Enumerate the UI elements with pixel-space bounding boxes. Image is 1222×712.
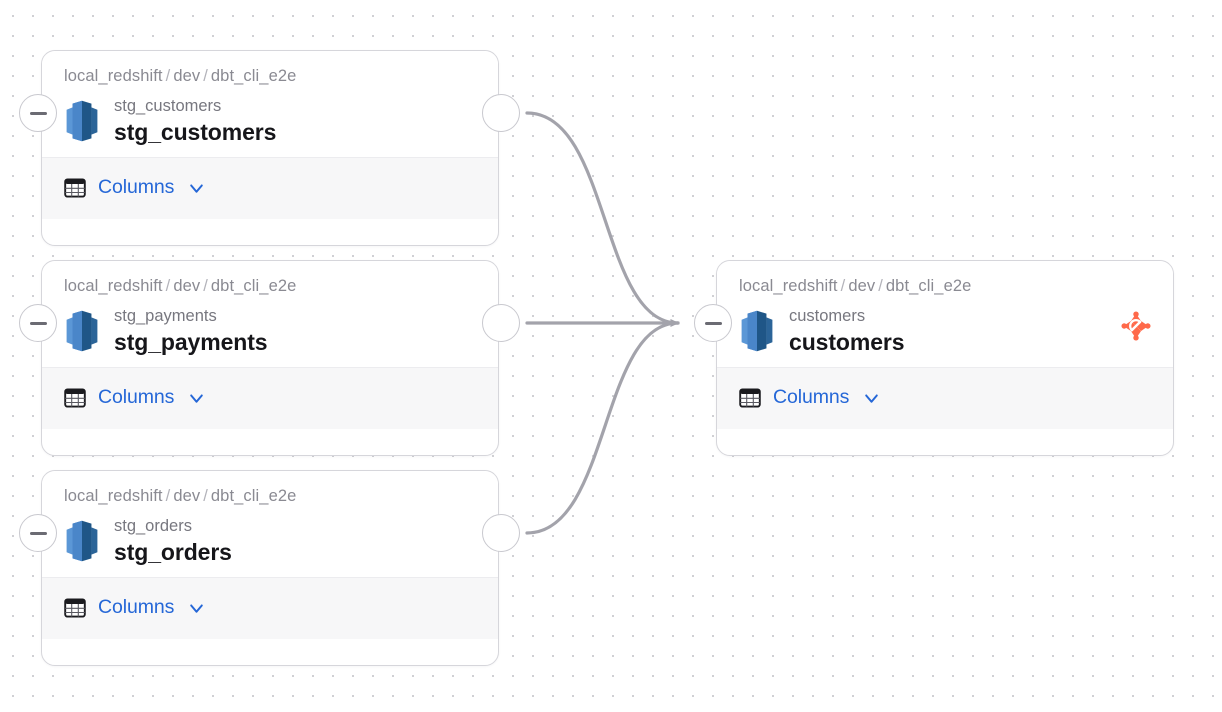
- node-subtitle: stg_payments: [114, 307, 217, 326]
- lineage-node-customers[interactable]: local_redshift/dev/dbt_cli_e2e customers…: [716, 260, 1174, 456]
- dbt-logo-icon: [1121, 311, 1151, 341]
- node-columns-row[interactable]: Columns: [717, 366, 1173, 429]
- node-title: stg_payments: [114, 328, 268, 355]
- chevron-down-icon[interactable]: [188, 390, 205, 407]
- node-body: local_redshift/dev/dbt_cli_e2e customers…: [717, 261, 1173, 367]
- table-icon: [64, 178, 86, 198]
- columns-label: Columns: [98, 176, 175, 199]
- lineage-node-stg_customers[interactable]: local_redshift/dev/dbt_cli_e2e stg_custo…: [41, 50, 499, 246]
- breadcrumb-database: local_redshift: [64, 277, 163, 295]
- chevron-down-icon[interactable]: [188, 180, 205, 197]
- expand-handle-stg_payments[interactable]: [482, 304, 520, 342]
- minus-icon: [29, 111, 47, 115]
- collapse-handle-stg_payments[interactable]: [19, 304, 57, 342]
- lineage-node-stg_payments[interactable]: local_redshift/dev/dbt_cli_e2e stg_payme…: [41, 260, 499, 456]
- expand-handle-stg_customers[interactable]: [482, 94, 520, 132]
- expand-handle-stg_orders[interactable]: [482, 514, 520, 552]
- node-columns-row[interactable]: Columns: [42, 576, 498, 639]
- minus-icon: [29, 321, 47, 325]
- collapse-handle-stg_customers[interactable]: [19, 94, 57, 132]
- breadcrumb-schema: dev: [173, 277, 201, 295]
- breadcrumb-separator: /: [203, 487, 208, 505]
- breadcrumb-separator: /: [165, 67, 171, 85]
- breadcrumb-separator: /: [203, 277, 208, 295]
- columns-label: Columns: [773, 386, 850, 409]
- node-body: local_redshift/dev/dbt_cli_e2e stg_payme…: [42, 261, 498, 367]
- breadcrumb-database: local_redshift: [64, 67, 163, 85]
- breadcrumb-separator: /: [203, 67, 208, 85]
- redshift-icon: [66, 521, 98, 562]
- chevron-down-icon[interactable]: [188, 600, 205, 617]
- breadcrumb-separator: /: [840, 277, 846, 295]
- node-title: customers: [789, 328, 905, 355]
- columns-label: Columns: [98, 386, 175, 409]
- edge-stg-customers-to-customers: [525, 111, 680, 327]
- columns-label: Columns: [98, 596, 175, 619]
- table-icon: [64, 388, 86, 408]
- node-columns-row[interactable]: Columns: [42, 156, 498, 219]
- node-title: stg_orders: [114, 538, 232, 565]
- redshift-icon: [741, 311, 773, 352]
- breadcrumb-separator: /: [165, 277, 171, 295]
- table-icon: [739, 388, 761, 408]
- breadcrumb: local_redshift/dev/dbt_cli_e2e: [64, 65, 476, 87]
- table-icon: [64, 598, 86, 618]
- node-main: customers customers: [739, 306, 1151, 356]
- breadcrumb-schema: dev: [848, 277, 876, 295]
- breadcrumb: local_redshift/dev/dbt_cli_e2e: [64, 275, 476, 297]
- minus-icon: [704, 321, 722, 325]
- node-titles: stg_customers stg_customers: [114, 96, 476, 146]
- node-titles: stg_payments stg_payments: [114, 306, 476, 356]
- lineage-node-stg_orders[interactable]: local_redshift/dev/dbt_cli_e2e stg_order…: [41, 470, 499, 666]
- node-main: stg_orders stg_orders: [64, 516, 476, 566]
- breadcrumb-project: dbt_cli_e2e: [885, 277, 972, 295]
- breadcrumb-project: dbt_cli_e2e: [210, 277, 297, 295]
- breadcrumb-project: dbt_cli_e2e: [210, 487, 297, 505]
- node-titles: stg_orders stg_orders: [114, 516, 476, 566]
- node-body: local_redshift/dev/dbt_cli_e2e stg_order…: [42, 471, 498, 577]
- node-main: stg_payments stg_payments: [64, 306, 476, 356]
- redshift-icon: [66, 101, 98, 142]
- breadcrumb: local_redshift/dev/dbt_cli_e2e: [64, 485, 476, 507]
- breadcrumb-separator: /: [165, 487, 171, 505]
- minus-icon: [29, 531, 47, 535]
- node-main: stg_customers stg_customers: [64, 96, 476, 146]
- breadcrumb: local_redshift/dev/dbt_cli_e2e: [739, 275, 1151, 297]
- breadcrumb-separator: /: [878, 277, 883, 295]
- edge-stg-orders-to-customers: [525, 319, 680, 535]
- breadcrumb-schema: dev: [173, 67, 201, 85]
- node-subtitle: customers: [789, 307, 866, 326]
- node-titles: customers customers: [789, 306, 1107, 356]
- breadcrumb-schema: dev: [173, 487, 201, 505]
- node-title: stg_customers: [114, 118, 277, 145]
- chevron-down-icon[interactable]: [863, 390, 880, 407]
- redshift-icon: [66, 311, 98, 352]
- node-body: local_redshift/dev/dbt_cli_e2e stg_custo…: [42, 51, 498, 157]
- breadcrumb-database: local_redshift: [739, 277, 838, 295]
- collapse-handle-stg_orders[interactable]: [19, 514, 57, 552]
- breadcrumb-project: dbt_cli_e2e: [210, 67, 297, 85]
- node-subtitle: stg_customers: [114, 97, 222, 116]
- collapse-handle-customers[interactable]: [694, 304, 732, 342]
- node-columns-row[interactable]: Columns: [42, 366, 498, 429]
- node-subtitle: stg_orders: [114, 517, 192, 536]
- breadcrumb-database: local_redshift: [64, 487, 163, 505]
